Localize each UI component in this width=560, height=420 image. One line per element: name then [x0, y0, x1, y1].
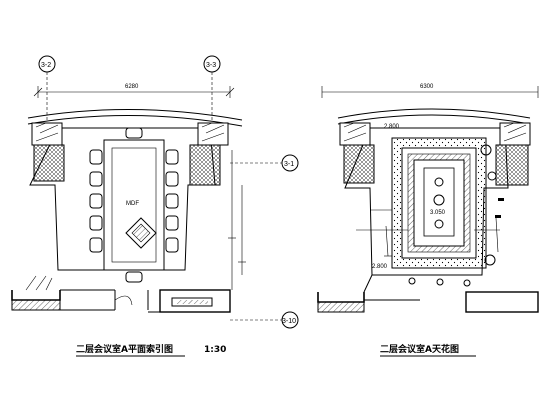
chair-icon	[125, 127, 143, 139]
chair-icon	[165, 171, 179, 187]
right-dimension-line: 6300	[321, 84, 539, 98]
curved-wall	[27, 108, 243, 121]
chair-icon	[165, 237, 179, 253]
right-dimension-text: 6300	[420, 84, 434, 90]
section-tag-3-10: 3-10	[230, 311, 299, 329]
svg-text:3-1: 3-1	[284, 161, 294, 168]
chair-icon	[89, 171, 103, 187]
chair-icon	[89, 149, 103, 165]
right-column-west	[339, 122, 375, 184]
left-dimension-line: 6280	[33, 84, 235, 98]
left-plan-title: 二层会议室A平面索引图	[76, 343, 173, 355]
ceiling-center-panel	[423, 167, 455, 237]
left-bottom-wall	[11, 275, 231, 313]
chair-icon	[165, 215, 179, 231]
chair-icon	[89, 237, 103, 253]
right-bottom-wall	[317, 274, 539, 313]
ceiling-label-3: 2.800	[372, 264, 388, 270]
left-plan-scale: 1:30	[204, 345, 226, 355]
right-plan: 6300	[317, 84, 539, 357]
chair-icon	[89, 193, 103, 209]
chair-icon	[89, 215, 103, 231]
left-plan: 6280 3-2 3-3 3-1 3-10	[11, 55, 299, 357]
svg-text:3-3: 3-3	[206, 62, 216, 69]
chair-icon	[125, 271, 143, 283]
right-column-east	[495, 122, 531, 186]
section-tag-3-2: 3-2	[38, 55, 56, 120]
section-tag-3-1: 3-1	[230, 154, 299, 172]
diamond-floor-pattern-icon	[125, 217, 157, 249]
light-fixture-icon	[408, 144, 497, 287]
chairs-east	[165, 149, 179, 253]
right-plan-title: 二层会议室A天花图	[380, 343, 459, 355]
section-tag-3-3: 3-3	[203, 55, 221, 120]
door-swing-icon	[114, 295, 133, 306]
left-column-east	[189, 122, 229, 186]
ceiling-label-1: 2.800	[384, 124, 400, 130]
chair-icon	[165, 149, 179, 165]
chairs-ends	[125, 127, 143, 283]
door-swing-icon	[25, 275, 53, 291]
chairs-west	[89, 149, 103, 253]
svg-text:3-10: 3-10	[282, 318, 296, 325]
left-dimension-text: 6280	[125, 84, 139, 90]
room-label: MDF	[126, 201, 139, 207]
conference-table	[103, 139, 165, 271]
chair-icon	[165, 193, 179, 209]
ceiling-label-2: 3.050	[430, 210, 446, 216]
svg-text:3-2: 3-2	[41, 62, 51, 69]
left-column-west	[31, 122, 65, 182]
